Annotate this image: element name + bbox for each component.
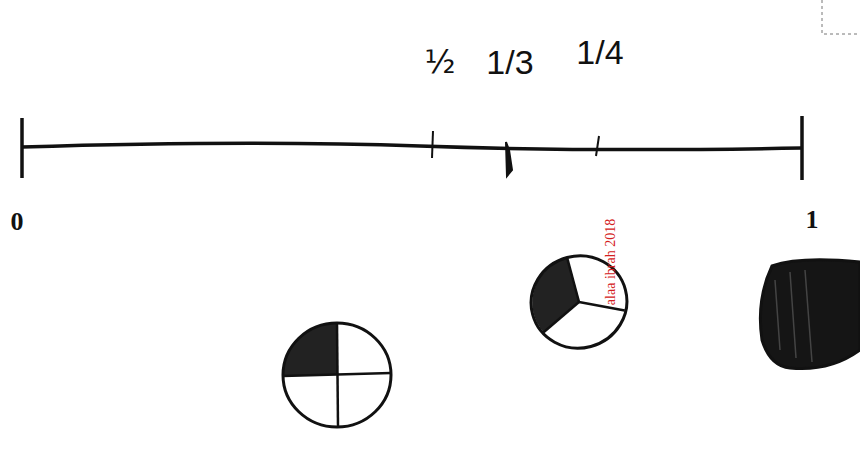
number-line (22, 143, 802, 149)
fraction-label: 1/3 (486, 45, 533, 79)
tick-mark (596, 136, 599, 156)
tick-mark (506, 142, 512, 176)
whole-shape (760, 260, 860, 369)
shading-strokes (775, 270, 812, 362)
third-oval (521, 245, 638, 359)
watermark: alaa ibrah 2018 (604, 219, 618, 305)
quarter-circle (283, 323, 391, 427)
end-tick (20, 118, 24, 178)
axis-value: 0 (11, 209, 24, 235)
fraction-label: 1/4 (576, 35, 623, 69)
dashed-box (822, 0, 860, 34)
fraction-label: ½ (424, 46, 455, 78)
end-tick (800, 116, 804, 180)
tick-mark (432, 131, 433, 158)
axis-value: 1 (806, 207, 819, 233)
